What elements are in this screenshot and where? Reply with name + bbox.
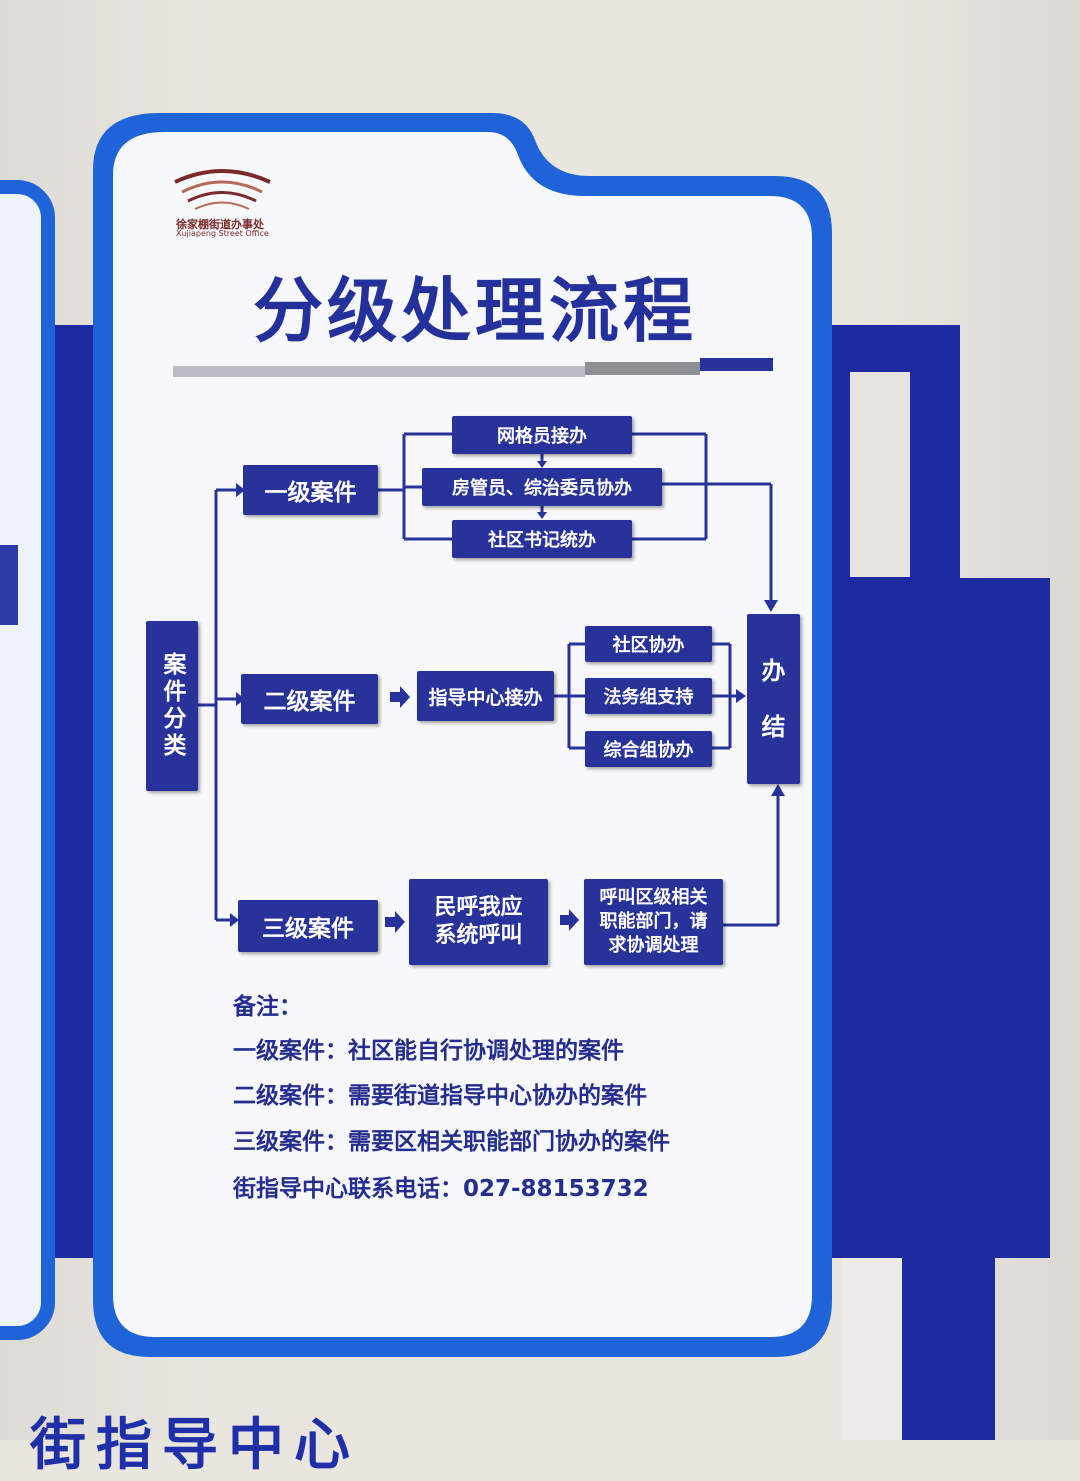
- flow-arrowheads: [230, 461, 785, 933]
- level3-dept-box: 呼叫区级相关 职能部门，请 求协调处理: [584, 879, 723, 965]
- note-line: 一级案件：社区能自行协调处理的案件: [233, 1038, 624, 1064]
- level2-step-community: 社区协办: [585, 626, 712, 662]
- level1-step-housing: 房管员、综治委员协办: [422, 468, 662, 506]
- note-line: 二级案件：需要街道指导中心协办的案件: [233, 1083, 647, 1109]
- level3-system-box: 民呼我应 系统呼叫: [409, 879, 548, 965]
- arrow-icon: [736, 689, 746, 703]
- level1-step-secretary: 社区书记统办: [452, 520, 632, 558]
- arrow-icon: [230, 913, 239, 927]
- level2-step-legal: 法务组支持: [585, 678, 712, 714]
- contact-phone: 街指导中心联系电话：027-88153732: [233, 1176, 649, 1202]
- back-frame-white: [842, 1258, 902, 1440]
- block-arrow-icon: [560, 909, 579, 931]
- left-sign-edge: [0, 180, 55, 1340]
- arrow-icon: [537, 461, 547, 468]
- logo-name-cn: 徐家棚街道办事处: [176, 218, 264, 231]
- block-arrow-icon: [385, 911, 405, 933]
- level1-step-grid: 网格员接办: [452, 416, 632, 454]
- flow-connectors: [198, 432, 780, 927]
- level1-box: 一级案件: [243, 465, 378, 515]
- level2-center-box: 指导中心接办: [417, 671, 554, 721]
- back-panel-bottom: [900, 1250, 995, 1440]
- arrow-icon: [236, 483, 245, 497]
- title-bar-darkgrey: [585, 362, 700, 375]
- arrow-icon: [236, 692, 245, 706]
- main-sign: [93, 113, 832, 1357]
- logo-mark-icon: [174, 169, 271, 210]
- page-title: 分级处理流程: [253, 270, 697, 352]
- title-bar-navy: [700, 358, 773, 371]
- arrow-icon: [537, 512, 547, 519]
- left-sign-tab: [0, 545, 18, 625]
- block-arrow-icon: [390, 686, 410, 708]
- title-bar-grey: [173, 366, 585, 377]
- note-line: 三级案件：需要区相关职能部门协办的案件: [233, 1129, 670, 1155]
- level2-step-general: 综合组协办: [585, 731, 712, 767]
- notes-heading: 备注：: [233, 994, 302, 1020]
- done-box: 办 结: [747, 614, 800, 784]
- logo-name-en: Xujiapeng Street Office: [176, 229, 269, 238]
- bottom-sign-text: 街指导中心: [30, 1413, 360, 1478]
- level3-box: 三级案件: [238, 900, 378, 952]
- classify-box: 案件分类: [146, 621, 198, 791]
- level2-box: 二级案件: [241, 674, 378, 724]
- arrow-icon: [771, 784, 785, 796]
- back-panel-top-inner: [850, 372, 910, 577]
- arrow-icon: [764, 600, 778, 612]
